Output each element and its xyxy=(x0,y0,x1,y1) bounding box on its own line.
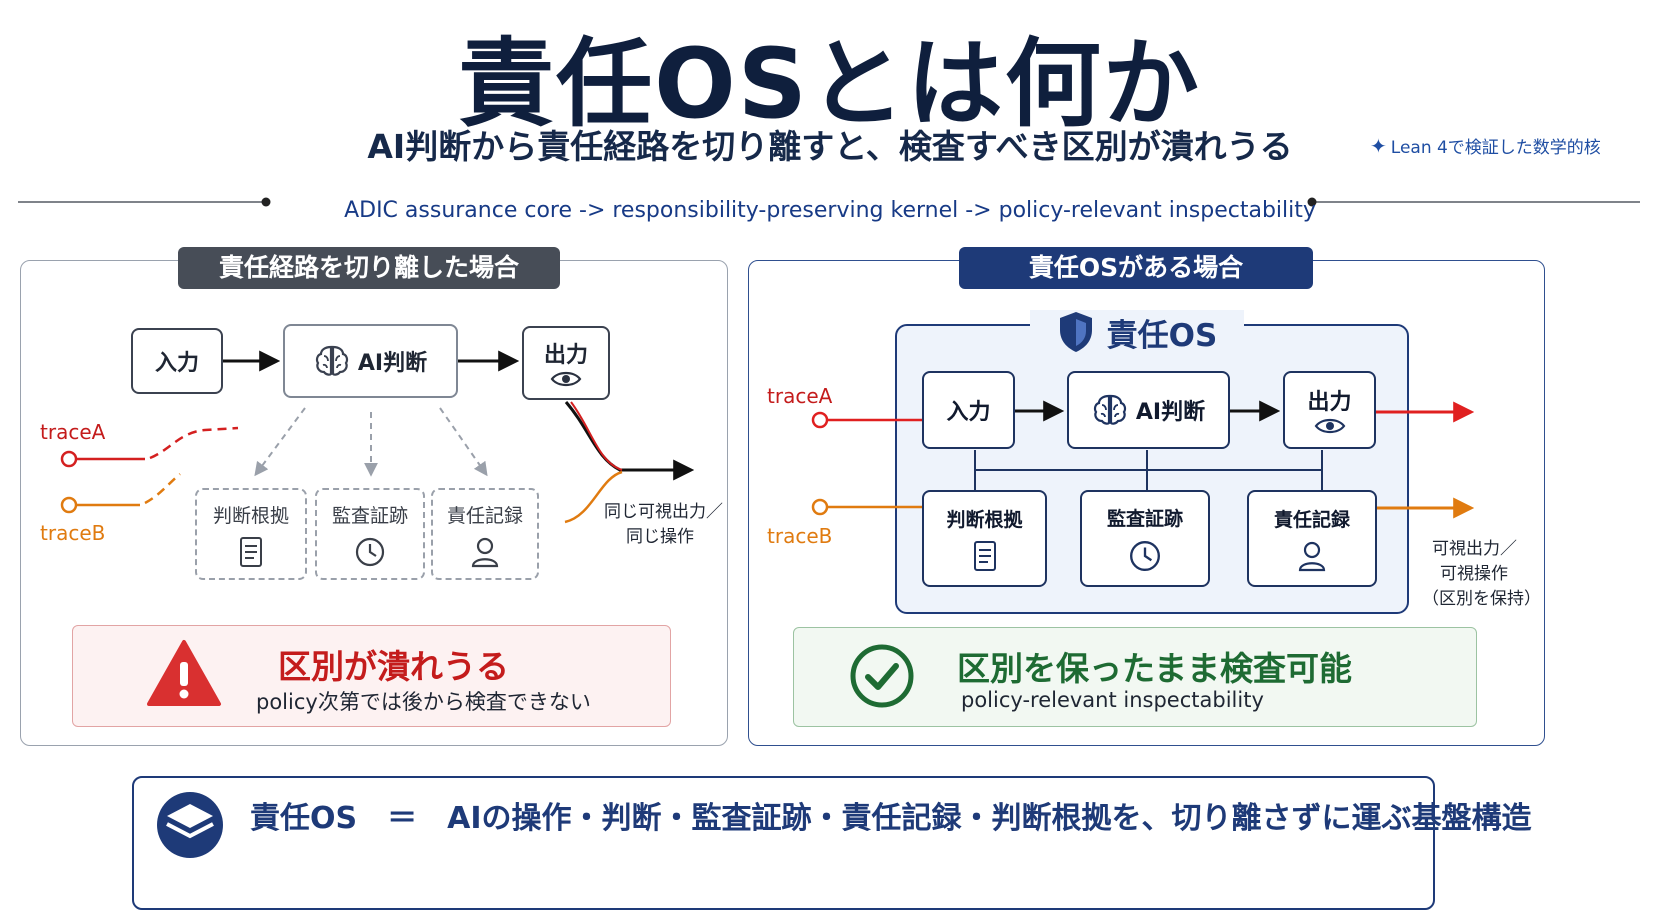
left-item-basis: 判断根拠 xyxy=(195,488,307,580)
right-diagram-lines xyxy=(811,400,1475,519)
right-result-sub: policy-relevant inspectability xyxy=(961,688,1264,712)
right-input-label: 入力 xyxy=(946,400,991,425)
right-result-card xyxy=(793,627,1477,727)
left-trace-b-label: traceB xyxy=(40,521,106,545)
page-subtitle: AI判断から責任経路を切り離すと、検査すべき区別が潰れうる xyxy=(367,127,1293,166)
warning-icon xyxy=(147,640,221,706)
person-icon xyxy=(471,537,499,567)
left-item-basis-label: 判断根拠 xyxy=(212,504,289,527)
right-input-box: 入力 xyxy=(922,371,1015,449)
right-ai-box: AI判断 xyxy=(1067,371,1230,449)
person-icon xyxy=(1298,541,1326,572)
brain-icon xyxy=(1093,394,1126,425)
left-diagram-lines xyxy=(60,350,695,524)
check-circle-icon xyxy=(850,644,914,708)
lean-note-text: Lean 4で検証した数学的核 xyxy=(1390,138,1601,158)
brain-icon xyxy=(315,345,348,376)
bottom-summary-text: 責任OS ＝ AIの操作・判断・監査証跡・責任記録・判断根拠を、切り離さずに運ぶ… xyxy=(250,801,1532,836)
left-same-output: 同じ可視出力／ xyxy=(604,502,723,522)
right-item-record-label: 責任記録 xyxy=(1273,509,1350,531)
responsibility-os-heading: 責任OS xyxy=(1030,310,1244,354)
eye-icon xyxy=(1314,418,1345,434)
pipeline-text: ADIC assurance core -> responsibility-pr… xyxy=(344,198,1316,223)
pipeline-rule xyxy=(18,197,1640,207)
left-ai-label: AI判断 xyxy=(357,351,428,376)
left-input-label: 入力 xyxy=(154,351,199,376)
left-trace-a-label: traceA xyxy=(40,420,106,444)
shield-icon xyxy=(1059,312,1092,352)
left-panel-tag: 責任経路を切り離した場合 xyxy=(178,247,560,289)
left-output-box: 出力 xyxy=(522,326,610,400)
right-item-basis-label: 判断根拠 xyxy=(946,509,1023,531)
eye-icon xyxy=(550,371,582,387)
right-visible-op: 可視操作 xyxy=(1440,564,1508,584)
left-ai-box: AI判断 xyxy=(283,324,458,398)
left-item-audit-label: 監査証跡 xyxy=(331,504,408,527)
right-ai-label: AI判断 xyxy=(1135,400,1206,425)
left-result-title: 区別が潰れうる xyxy=(278,647,509,686)
left-input-box: 入力 xyxy=(131,328,223,394)
right-trace-b-label: traceB xyxy=(767,524,833,548)
left-item-record-label: 責任記録 xyxy=(446,504,523,527)
right-item-record: 責任記録 xyxy=(1247,490,1377,587)
right-result-title: 区別を保ったまま検査可能 xyxy=(957,649,1353,688)
lean-note: ✦ Lean 4で検証した数学的核 xyxy=(1370,133,1601,159)
left-item-audit: 監査証跡 xyxy=(315,488,425,580)
right-visible-output: 可視出力／ xyxy=(1432,539,1517,559)
right-output-label: 出力 xyxy=(1307,390,1352,415)
right-item-basis: 判断根拠 xyxy=(922,490,1047,587)
responsibility-os-title: 責任OS xyxy=(1106,317,1218,354)
right-output-box: 出力 xyxy=(1283,371,1376,449)
right-item-audit-label: 監査証跡 xyxy=(1106,508,1183,530)
right-keep-distinction: （区別を保持） xyxy=(1422,589,1541,609)
sparkle-icon: ✦ xyxy=(1370,133,1387,158)
left-output-label: 出力 xyxy=(543,343,588,368)
document-icon xyxy=(973,541,996,571)
document-icon xyxy=(240,536,262,567)
left-item-record: 責任記録 xyxy=(431,488,539,580)
clock-icon xyxy=(355,537,385,566)
left-result-sub: policy次第では後から検査できない xyxy=(256,690,591,714)
clock-icon xyxy=(1130,541,1160,571)
left-same-op: 同じ操作 xyxy=(626,527,694,547)
right-panel-tag: 責任OSがある場合 xyxy=(959,247,1313,289)
right-item-audit: 監査証跡 xyxy=(1080,490,1210,587)
page-title: 責任OSとは何か xyxy=(458,28,1201,140)
layers-icon xyxy=(157,792,223,858)
right-trace-a-label: traceA xyxy=(767,384,833,408)
